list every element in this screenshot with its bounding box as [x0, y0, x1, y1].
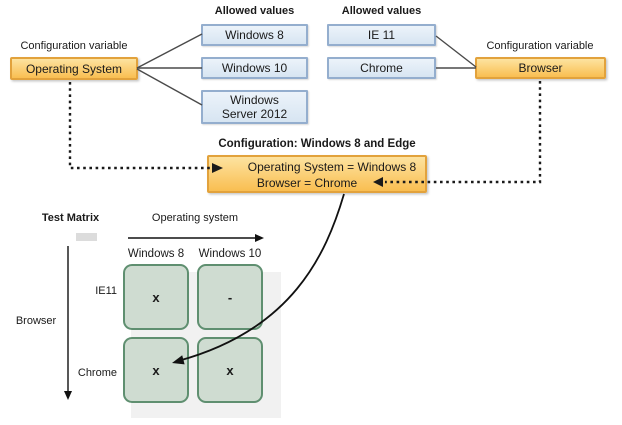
cell-value: x [226, 362, 234, 378]
configuration-title: Configuration: Windows 8 and Edge [218, 138, 416, 150]
matrix-cell-ie11-windows10: - [197, 264, 263, 330]
column-header-windows8: Windows 8 [127, 248, 185, 260]
column-header-windows10: Windows 10 [198, 248, 262, 260]
connector-os-windows8 [136, 33, 203, 69]
matrix-cell-chrome-windows10: x [197, 337, 263, 403]
cell-value: x [152, 362, 160, 378]
browser-value-ie11-box: IE 11 [327, 24, 436, 46]
os-value-windows8-text: Windows 8 [225, 28, 284, 42]
allowed-values-header-browser: Allowed values [341, 5, 422, 17]
browser-value-chrome-text: Chrome [360, 61, 403, 75]
os-value-windows10-box: Windows 10 [201, 57, 308, 79]
row-header-chrome: Chrome [77, 367, 117, 379]
configuration-variable-label-os: Configuration variable [20, 40, 128, 52]
y-axis-arrowhead-icon [64, 391, 72, 400]
matrix-cell-ie11-windows8: x [123, 264, 189, 330]
operating-system-variable-text: Operating System [25, 61, 123, 76]
dotted-line-os-to-configuration [68, 82, 210, 170]
configuration-line-os: Operating System = Windows 8 [247, 160, 417, 174]
x-axis-arrowhead-icon [255, 234, 264, 242]
os-value-windowsserver2012-box: Windows Server 2012 [201, 90, 308, 124]
configuration-box: Operating System = Windows 8 Browser = C… [207, 155, 427, 193]
cell-value: - [227, 289, 233, 305]
connector-os-windowsserver [136, 68, 203, 106]
cell-value: x [152, 289, 160, 305]
matrix-cell-chrome-windows8: x [123, 337, 189, 403]
configuration-line-browser: Browser = Chrome [256, 176, 358, 190]
browser-variable-text: Browser [518, 61, 563, 75]
test-matrix-title: Test Matrix [41, 212, 100, 224]
gray-artifact [76, 233, 97, 241]
x-axis-label: Operating system [151, 212, 239, 224]
y-axis-label: Browser [15, 315, 57, 327]
os-value-windows8-box: Windows 8 [201, 24, 308, 46]
row-header-ie11: IE11 [95, 285, 117, 297]
os-value-windows10-text: Windows 10 [221, 61, 288, 75]
configuration-variable-label-browser: Configuration variable [486, 40, 594, 52]
os-value-windowsserver2012-text: Windows Server 2012 [221, 93, 288, 121]
browser-variable-box: Browser [475, 57, 606, 79]
browser-value-ie11-text: IE 11 [367, 28, 396, 42]
browser-value-chrome-box: Chrome [327, 57, 436, 79]
operating-system-variable-box: Operating System [10, 57, 138, 80]
allowed-values-header-os: Allowed values [214, 5, 295, 17]
